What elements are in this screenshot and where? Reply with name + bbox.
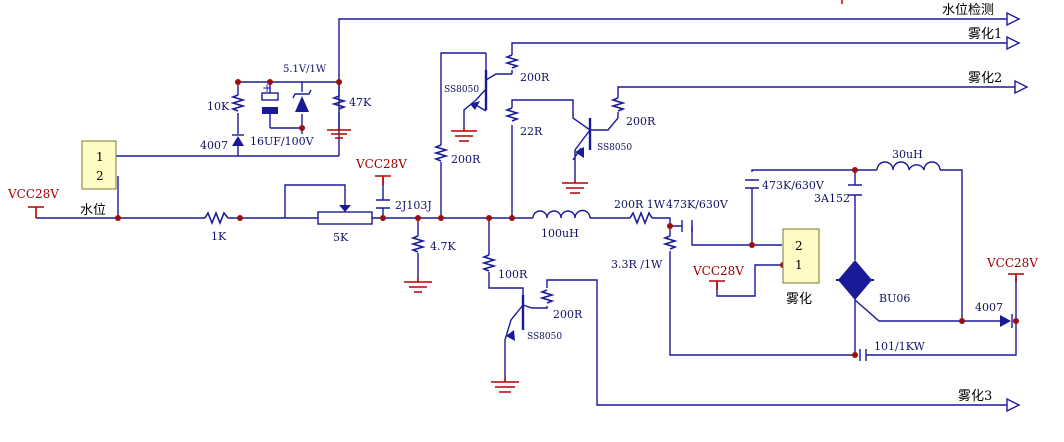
diode-4007-right [1000,314,1013,328]
label-473k-a: 473K/630V [762,179,825,192]
vcc-symbol-right [1008,273,1024,282]
resistor-4k7 [410,235,426,253]
label-bu06: BU06 [879,292,910,305]
label-100r: 100R [498,268,528,281]
diode-4007-top [232,134,244,146]
capacitors: + [261,81,867,361]
resistor-200r-base [433,144,449,162]
output-arrow [1006,397,1021,413]
label-4k7: 4.7K [430,240,456,253]
vcc-label-atom: VCC28V [692,264,744,278]
output-label-atomize-3: 雾化3 [958,389,992,404]
inductor-30uh [876,161,941,171]
resistor-22r [504,107,520,122]
resistor-200r-t2 [610,97,626,112]
wires [36,18,1017,406]
label-47k: 47K [349,96,372,109]
output-ports: 水位检测 雾化1 雾化2 雾化3 [942,3,1029,413]
label-100uh: 100uH [541,227,579,240]
resistor-200r-t3 [539,289,555,304]
label-30uh: 30uH [892,148,923,161]
label-200r-t1: 200R [520,71,550,84]
label-16uf: 16UF/100V [250,135,315,148]
capacitor-473k-a [745,179,759,189]
svg-text:+: + [262,81,272,95]
resistor-200r-t1 [504,54,520,69]
label-22r: 22R [520,125,543,138]
water-level-connector-label: 水位 [80,203,106,218]
junction-dots [115,79,1019,358]
label-4007-top: 4007 [200,139,228,152]
transistor-t3 [506,295,525,341]
label-4007-right: 4007 [975,301,1003,314]
capacitor-101 [859,349,867,361]
ground-symbol [491,378,519,393]
vcc-label-mid: VCC28V [355,157,407,171]
capacitor-473k-b [681,220,693,232]
transistor-t1 [470,70,488,110]
capacitor-3a152 [848,184,862,196]
inductors [532,161,941,219]
capacitor-2j103j [376,199,390,209]
label-200r-t3: 200R [553,308,583,321]
label-t2-type: SS8050 [597,143,632,153]
label-3r3: 3.3R /1W [611,258,663,271]
resistor-47k [331,95,347,110]
potentiometer-5k [317,204,373,225]
ground-symbol [404,278,432,293]
triac-bu06 [836,260,874,300]
output-label-atomize-1: 雾化1 [968,27,1002,42]
output-label-atomize-2: 雾化2 [968,71,1002,86]
label-101: 101/1KW [874,340,926,353]
vcc-label-right: VCC28V [986,256,1038,270]
output-label-water-detect: 水位检测 [942,3,994,18]
label-473k-b: 473K/630V [666,198,729,211]
label-3a152: 3A152 [814,192,850,205]
power-symbols: VCC28V VCC28V VCC28V VCC28V [7,157,1038,290]
vcc-symbol-mid [375,175,391,185]
output-arrow [1006,11,1021,27]
connector-pin-2: 2 [96,169,104,183]
vcc-symbol-atom [709,280,725,290]
transistors [470,70,592,341]
output-arrow [1014,79,1029,95]
resistor-200r-1w [629,210,653,226]
ground-symbol [327,128,351,139]
inductor-100uh [532,209,591,219]
label-10k: 10K [207,100,230,113]
label-200r-base: 200R [451,153,481,166]
resistor-100r [481,254,497,272]
resistor-1k [204,210,229,226]
ground-symbol [451,128,477,142]
diodes [232,89,1013,328]
label-t1-type: SS8050 [444,85,479,95]
ground-symbol [562,180,588,194]
label-5v1: 5.1V/1W [283,64,327,75]
vcc-symbol-left [28,206,44,218]
connector-pin-2: 2 [795,239,803,253]
ground-symbols [327,128,588,393]
label-t3-type: SS8050 [527,332,562,342]
transistor-t2 [575,118,592,158]
output-arrow [1006,35,1021,51]
connector-pin-1: 1 [795,258,803,272]
label-2j103j: 2J103J [395,199,432,212]
label-200r-1w: 200R 1W [614,198,666,211]
water-level-connector: 1 2 水位 [80,140,117,218]
atomizer-connector: 2 1 雾化 [782,228,820,307]
zener-diode [292,89,312,112]
resistor-3r3 [662,235,678,250]
resistors [204,54,678,304]
component-labels: 10K 4007 16UF/100V 5.1V/1W 47K 1K 5K 2J1… [200,64,1003,353]
vcc-label-left: VCC28V [7,187,59,201]
connector-pin-1: 1 [96,150,104,164]
resistor-10k [230,94,246,112]
label-1k: 1K [211,230,227,243]
label-5k: 5K [333,231,349,244]
atomizer-connector-label: 雾化 [786,292,812,307]
label-200r-t2: 200R [626,115,656,128]
capacitor-16uf: + [261,81,279,114]
